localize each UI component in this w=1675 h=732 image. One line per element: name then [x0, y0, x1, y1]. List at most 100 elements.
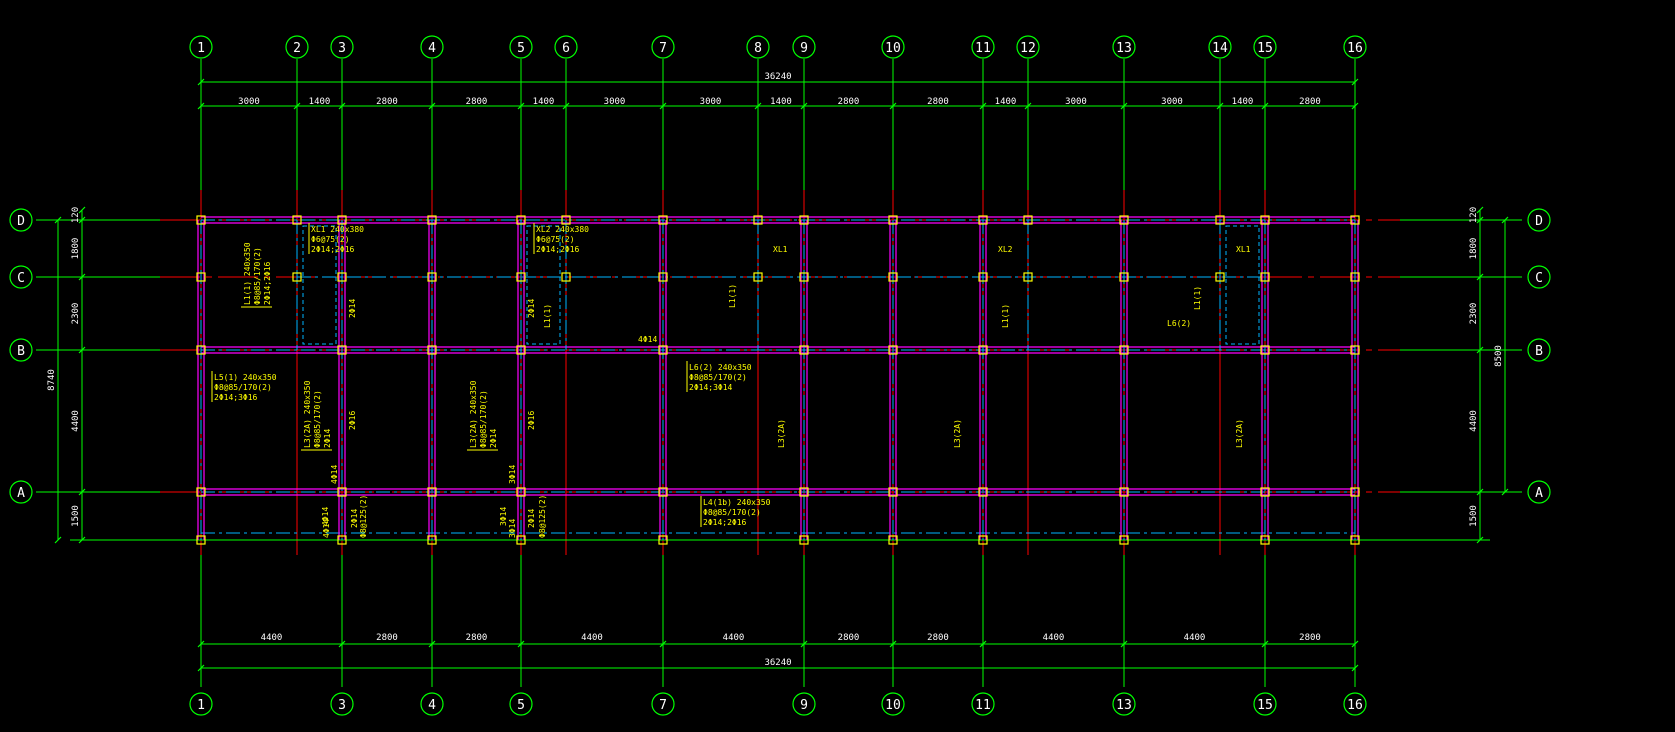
right-dim-tick-4	[1476, 488, 1484, 496]
axis-bubble-bottom-9-label: 9	[800, 698, 808, 713]
left-dim-tick-4	[78, 488, 86, 496]
axis-bubble-top-3-circle	[330, 35, 354, 59]
dim-tick-bottom-1	[338, 640, 346, 648]
beam-annotation-31: 3Φ14	[508, 519, 517, 538]
column-16-4	[1350, 535, 1360, 545]
axis-bubble-left-D-circle	[9, 208, 33, 232]
dim-text-bottom-4: 4400	[723, 633, 745, 643]
column-16-3	[1350, 487, 1360, 497]
column-14-1	[1215, 272, 1225, 282]
column-3-2	[337, 345, 347, 355]
beam-annotation-21: 4Φ14	[638, 335, 657, 344]
column-10-1	[888, 272, 898, 282]
column-3-3	[337, 487, 347, 497]
axis-bubble-bottom-16-circle	[1343, 692, 1367, 716]
axis-bubble-top-16-circle	[1343, 35, 1367, 59]
beam-annotation-9-line-2: 2Φ14	[489, 429, 498, 448]
axis-bubble-bottom-5-label: 5	[517, 698, 525, 713]
axis-bubble-top-9-label: 9	[800, 41, 808, 56]
dim-text-top-6: 3000	[700, 97, 722, 107]
column-16-0	[1350, 215, 1360, 225]
beam-annotation-18: L3(2A)	[1235, 419, 1244, 448]
left-dim-tick-5	[78, 536, 86, 544]
axis-bubble-bottom-4-circle	[420, 692, 444, 716]
dim-text-bottom-7: 4400	[1043, 633, 1065, 643]
column-3-1	[337, 272, 347, 282]
beam-annotation-28-line-0: 2Φ14	[350, 509, 359, 528]
beam-annotation-9-line-0: L3(2A) 240x350	[469, 380, 478, 448]
beam-annotation-17: L3(2A)	[953, 419, 962, 448]
axis-bubble-left-B-circle	[9, 338, 33, 362]
axis-bubble-left-C-circle	[9, 265, 33, 289]
axis-bubble-bottom-7-label: 7	[659, 698, 667, 713]
axis-bubble-bottom-11-label: 11	[975, 698, 991, 713]
column-1-3	[196, 487, 206, 497]
beam-annotation-15-line-0: L6(2)	[1167, 319, 1191, 328]
beam-annotation-16: L3(2A)	[777, 419, 786, 448]
dim-tick-top-5	[562, 102, 570, 110]
column-13-0	[1119, 215, 1129, 225]
axis-bubble-top-14-circle	[1208, 35, 1232, 59]
dim-tick-bottom-2	[428, 640, 436, 648]
axis-bubble-top-13-circle	[1112, 35, 1136, 59]
axis-bubble-top-6-circle	[554, 35, 578, 59]
dim-tick-top-total-1	[1351, 78, 1359, 86]
beam-annotation-19: 2Φ14	[348, 299, 357, 318]
dim-text-bottom-5: 2800	[838, 633, 860, 643]
beam-annotation-0-line-1: Φ6@75(2)	[311, 235, 350, 244]
right-dim-tick-5	[1476, 536, 1484, 544]
beam-annotation-5-line-0: L1(1) 240x350	[243, 242, 252, 305]
axis-bubble-right-B-label: B	[1535, 344, 1543, 359]
axis-bubble-right-D-label: D	[1535, 214, 1543, 229]
dim-text-top-total: 36240	[764, 72, 791, 82]
column-16-1	[1350, 272, 1360, 282]
column-1-4	[196, 535, 206, 545]
axis-bubble-top-12-label: 12	[1020, 41, 1036, 56]
dim-tick-bottom-9	[1261, 640, 1269, 648]
beam-annotation-8-line-0: L3(2A) 240x350	[303, 380, 312, 448]
beam-annotation-22-line-0: 2Φ16	[348, 411, 357, 430]
dim-text-bottom-8: 4400	[1184, 633, 1206, 643]
axis-bubble-top-12-circle	[1016, 35, 1040, 59]
column-3-0	[337, 215, 347, 225]
column-2-1	[292, 272, 302, 282]
dim-tick-bottom-4	[659, 640, 667, 648]
column-15-2	[1260, 345, 1270, 355]
column-1-2	[196, 345, 206, 355]
column-13-1	[1119, 272, 1129, 282]
beam-annotation-31-line-0: 3Φ14	[508, 519, 517, 538]
dim-text-top-13: 1400	[1232, 97, 1254, 107]
column-8-0	[753, 215, 763, 225]
beam-annotation-4: XL1	[1236, 245, 1251, 254]
column-12-1	[1023, 272, 1033, 282]
beam-annotation-30: 3Φ14	[499, 507, 508, 526]
axis-bubble-right-B-circle	[1527, 338, 1551, 362]
beam-annotation-14-line-0: L1(1)	[1193, 286, 1202, 310]
dim-text-bottom-9: 2800	[1299, 633, 1321, 643]
column-10-4	[888, 535, 898, 545]
axis-bubble-top-5-circle	[509, 35, 533, 59]
column-9-1	[799, 272, 809, 282]
dim-text-top-2: 2800	[376, 97, 398, 107]
beam-annotation-11-line-0: L1(1)	[728, 284, 737, 308]
beam-annotation-24: 4Φ14	[330, 465, 339, 484]
column-13-2	[1119, 345, 1129, 355]
dim-tick-top-6	[659, 102, 667, 110]
column-9-3	[799, 487, 809, 497]
axis-bubble-top-1-circle	[189, 35, 213, 59]
axis-bubble-right-A-circle	[1527, 480, 1551, 504]
column-7-4	[658, 535, 668, 545]
right-dim-tick-0	[1476, 206, 1484, 214]
beam-annotation-23: 2Φ16	[527, 411, 536, 430]
beam-annotation-26-line-0: 4Φ14	[321, 507, 330, 526]
sub-frame-1	[526, 225, 561, 345]
beam-annotation-16-line-0: L3(2A)	[777, 419, 786, 448]
beam-annotation-3: XL2	[998, 245, 1013, 254]
beam-annotation-17-line-0: L3(2A)	[953, 419, 962, 448]
column-3-4	[337, 535, 347, 545]
axis-bubble-bottom-5-circle	[509, 692, 533, 716]
column-5-4	[516, 535, 526, 545]
beam-annotation-8-line-2: 2Φ14	[323, 429, 332, 448]
sub-frame-0	[302, 225, 337, 345]
